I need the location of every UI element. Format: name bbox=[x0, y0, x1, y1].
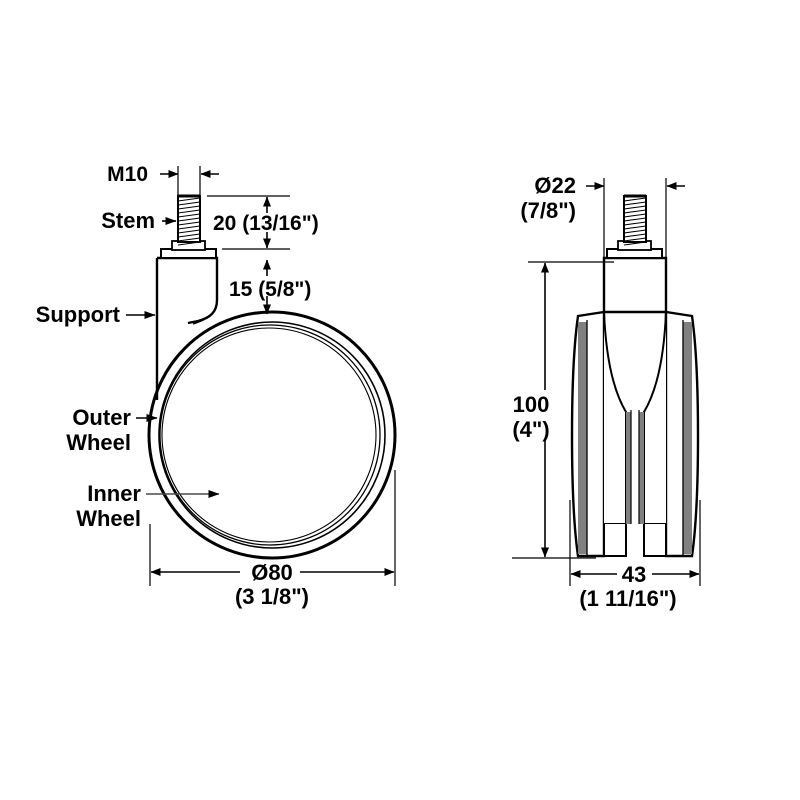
dim-thread-size-text: M10 bbox=[107, 163, 148, 186]
side-view: Ø22 (7/8") 100 (4") 43 (1 11/16") bbox=[512, 173, 701, 611]
side-hub-left-block bbox=[603, 524, 627, 557]
dim-overall-width-metric: 43 bbox=[622, 562, 646, 587]
dim-collar-diameter-metric: Ø22 bbox=[534, 173, 576, 198]
front-view: M10 20 (13/16") 15 (5/8") Ø80 (3 1/8") S… bbox=[36, 163, 397, 609]
dim-collar-diameter-imperial: (7/8") bbox=[520, 198, 576, 223]
callout-outer-wheel-label-line1: Outer bbox=[72, 405, 131, 430]
stem-thread-hatching bbox=[178, 197, 200, 246]
side-right-wheel-shading bbox=[683, 322, 692, 554]
side-support-housing bbox=[602, 256, 668, 314]
side-hub-right-block bbox=[643, 524, 667, 557]
dim-wheel-diameter-metric: Ø80 bbox=[251, 560, 293, 585]
callout-inner-wheel-label-line2: Wheel bbox=[76, 506, 141, 531]
side-left-wheel-outline bbox=[570, 310, 606, 558]
side-fork-right-profile bbox=[643, 311, 667, 525]
dim-stem-length-text: 20 (13/16") bbox=[213, 212, 319, 235]
support-bracket-outline bbox=[157, 256, 219, 325]
dim-overall-height-metric: 100 bbox=[513, 392, 550, 417]
callout-outer-wheel-label-line2: Wheel bbox=[66, 430, 131, 455]
side-fork-right-shading bbox=[639, 412, 644, 524]
dim-support-height-text: 15 (5/8") bbox=[229, 278, 311, 301]
support-bracket-inner-fillet bbox=[192, 258, 218, 325]
dim-overall-width-imperial: (1 11/16") bbox=[579, 586, 676, 611]
side-fork-left-profile bbox=[603, 311, 627, 525]
side-left-wheel-shading bbox=[578, 322, 587, 554]
side-stem-thread-hatching bbox=[624, 197, 646, 246]
inner-wheel-inner-edge bbox=[161, 327, 377, 543]
dim-wheel-diameter-imperial: (3 1/8") bbox=[235, 584, 309, 609]
dim-overall-height-imperial: (4") bbox=[512, 417, 549, 442]
callout-stem-label: Stem bbox=[101, 208, 155, 233]
callout-support-label: Support bbox=[36, 302, 121, 327]
side-right-wheel-outline bbox=[664, 310, 700, 558]
callout-inner-wheel-label-line1: Inner bbox=[87, 481, 141, 506]
side-fork-left-shading bbox=[626, 412, 631, 524]
